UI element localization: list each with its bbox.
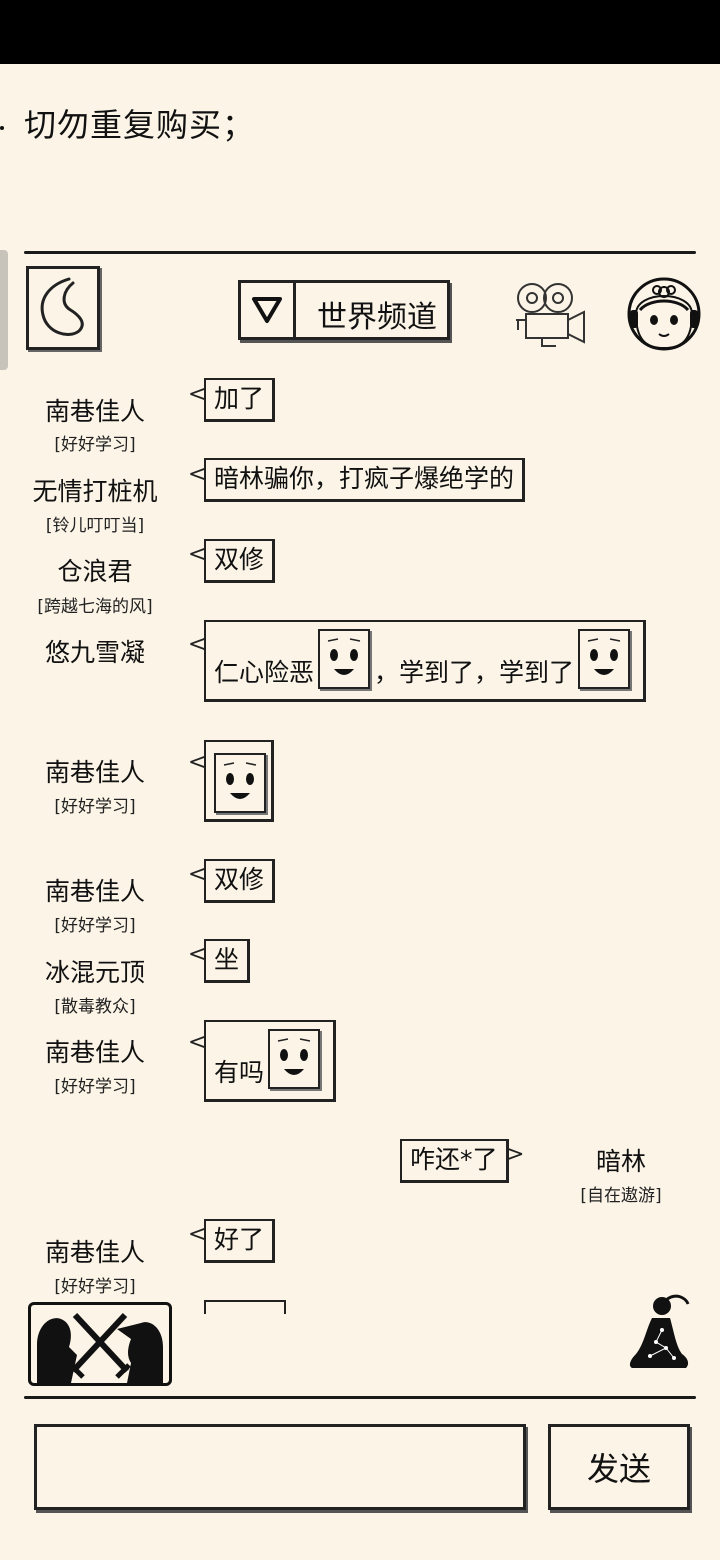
chat-bubble-partial [204,1300,286,1314]
laughing-face-emoji-icon [318,629,371,689]
message-sender[interactable]: 南巷佳人 [44,1238,145,1267]
message-sender[interactable]: 仓浪君 [57,557,133,586]
triangle-down-icon [252,297,282,323]
message-sender[interactable]: 南巷佳人 [44,758,145,787]
notice-bullet [0,126,4,130]
message-sender-title: [好好学习] [54,797,136,817]
side-drawer-handle[interactable] [0,250,8,370]
laughing-face-emoji-icon [578,629,631,689]
chat-bubble[interactable]: 仁心险恶 ，学到了，学到了 [204,620,646,702]
channel-selector[interactable]: 世界频道 [238,280,450,340]
bubble-tail: < [188,542,207,567]
back-icon [40,277,84,336]
message-text: 暗林骗你，打疯子爆绝学的 [214,464,515,493]
divider-bottom [24,1396,696,1399]
chat-bubble[interactable]: 暗林骗你，打疯子爆绝学的 [204,458,526,502]
message-sender-self[interactable]: 暗林 [595,1147,646,1176]
message-text: 咋还*了 [410,1145,498,1174]
chat-bubble[interactable]: 加了 [204,378,276,422]
message-sender[interactable]: 南巷佳人 [44,1038,145,1067]
status-bar [0,0,720,64]
chat-bubble[interactable]: 双修 [204,539,276,583]
message-sender-title: [跨越七海的风] [37,597,153,617]
chat-bubble[interactable]: 坐 [204,939,251,983]
message-text: 坐 [214,945,240,974]
message-sender-title: [铃儿叮叮当] [45,516,145,536]
laughing-face-emoji-icon [268,1029,321,1089]
video-camera-icon [516,283,585,347]
channel-dropdown[interactable] [241,283,296,337]
laughing-face-emoji-icon [214,753,266,813]
video-camera-button[interactable] [512,280,588,350]
chat-bubble[interactable]: 好了 [204,1219,276,1263]
chat-input[interactable] [34,1424,526,1510]
message-sender[interactable]: 南巷佳人 [44,877,145,906]
message-sender-title: [好好学习] [54,916,136,936]
message-text: 仁心险恶 [214,658,315,687]
chat-bubble[interactable]: 双修 [204,859,276,903]
bubble-tail: < [188,750,207,775]
message-sender[interactable]: 冰混元顶 [44,958,145,987]
message-sender-title: [自在遨游] [580,1186,662,1206]
bubble-tail: < [188,862,207,887]
message-text: ，学到了，学到了 [374,658,575,687]
bubble-tail: < [188,1030,207,1055]
message-sender[interactable]: 南巷佳人 [44,397,145,426]
meditating-figure-icon [629,1294,690,1368]
message-sender-title: [好好学习] [54,435,136,455]
bubble-tail: > [506,1142,525,1167]
send-button[interactable]: 发送 [548,1424,690,1510]
bubble-tail: < [188,462,207,487]
message-text: 双修 [214,865,265,894]
back-button[interactable] [26,266,100,350]
cultivate-button[interactable] [626,1290,692,1374]
bubble-tail: < [188,942,207,967]
pvp-duel-button[interactable] [28,1302,172,1386]
chat-bubble[interactable] [204,740,274,822]
message-text: 双修 [214,545,265,574]
bubble-tail: < [188,382,207,407]
message-sender-title: [散毒教众] [54,997,136,1017]
message-text: 有吗 [214,1058,265,1087]
bubble-tail: < [188,632,207,657]
notice-text: 切勿重复购买； [24,106,256,144]
chat-bubble[interactable]: 有吗 [204,1020,336,1102]
message-text: 加了 [214,384,265,413]
message-sender-title: [好好学习] [54,1277,136,1297]
channel-label: 世界频道 [317,300,437,335]
message-sender[interactable]: 悠九雪凝 [44,638,145,667]
chat-bubble-self[interactable]: 咋还*了 [400,1139,509,1183]
message-text: 好了 [214,1225,265,1254]
message-sender[interactable]: 无情打桩机 [32,477,158,506]
avatar-button[interactable] [626,270,702,360]
girl-avatar-icon [627,277,701,351]
message-sender-title: [好好学习] [54,1077,136,1097]
bubble-tail: < [188,1222,207,1247]
crossed-swords-duel-icon [37,1312,163,1383]
divider-top [24,251,696,254]
